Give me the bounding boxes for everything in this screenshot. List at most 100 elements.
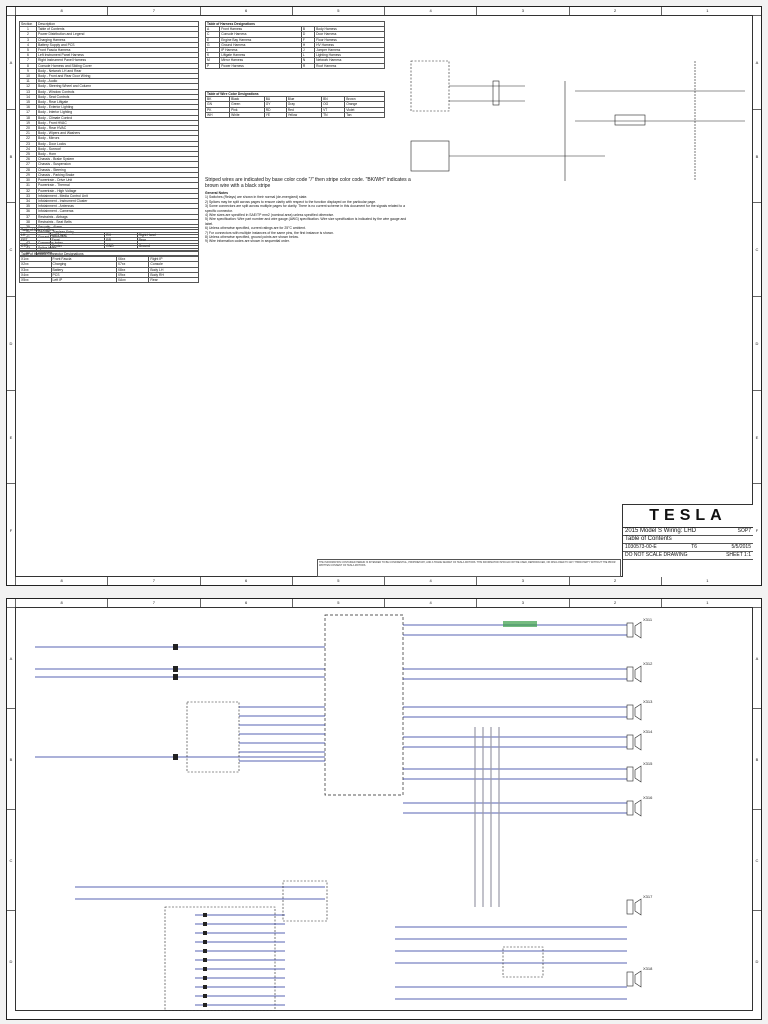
speaker-connector (626, 766, 634, 782)
pin-marker (203, 985, 207, 989)
speaker-icon (634, 765, 642, 783)
column-tick: 2 (568, 7, 661, 15)
speaker-label: X317 (643, 894, 653, 899)
speaker-connector (626, 622, 634, 638)
connector-row-cell: Left IP (50, 276, 117, 284)
legend-module-box (410, 140, 450, 172)
column-tick: 1 (660, 577, 753, 585)
inline-connector (173, 674, 178, 680)
wire-color-row-cell: Tan (344, 111, 385, 119)
speaker-icon (634, 665, 642, 683)
column-tick: 3 (476, 577, 568, 585)
note-item: 2) Splices may be split across pages to … (205, 199, 377, 204)
pin-marker (203, 949, 207, 953)
row-tick: D (7, 910, 15, 1011)
speaker-connector (626, 800, 634, 816)
column-tick: 3 (476, 7, 568, 15)
speaker-icon (634, 799, 642, 817)
pin-marker (203, 967, 207, 971)
speaker-connector (626, 899, 634, 915)
speaker-label: X315 (643, 761, 653, 766)
speaker-label: X311 (643, 617, 653, 622)
column-tick: 5 (291, 599, 384, 607)
pin-marker (203, 940, 207, 944)
sheet-number: SHEET 1:1 (726, 552, 751, 558)
drawing-border (15, 607, 753, 1011)
harness-row-cell: Roof Harness (314, 62, 385, 69)
connector-row-cell: XAxx (115, 276, 150, 284)
speaker-label: X313 (643, 699, 653, 704)
project-code: SOP7 (737, 528, 751, 534)
row-tick: F (753, 483, 761, 577)
drawing-title: Table of Contents (625, 536, 672, 542)
pin-marker (203, 958, 207, 962)
column-tick: 3 (476, 599, 568, 607)
note-item: 7) For connectors with multiple instance… (205, 230, 334, 235)
speaker-label: X318 (643, 966, 653, 971)
abbrev-row-cell: Ground (136, 242, 200, 249)
row-tick: C (753, 809, 761, 910)
pin-marker (203, 922, 207, 926)
title-scale-row: DO NOT SCALE DRAWING SHEET 1:1 (623, 552, 753, 560)
pin-marker (203, 994, 207, 998)
inline-connector (173, 754, 178, 760)
revision: T6 (691, 544, 698, 550)
connector-designation-table: Table of Harness Connector Designations … (19, 250, 199, 284)
tesla-logo: TESLA (623, 505, 753, 528)
column-tick: 4 (384, 577, 476, 585)
pin-marker (203, 931, 207, 935)
abbrev-row-cell: GND (104, 242, 138, 249)
release-date: 5/5/2015 (731, 544, 751, 550)
highlight-tag (503, 621, 537, 627)
row-tick: D (753, 910, 761, 1011)
doc-number: 1030573-00-E (625, 544, 657, 550)
column-tick: 4 (384, 599, 476, 607)
speaker-icon (634, 898, 642, 916)
speaker-icon (634, 733, 642, 751)
column-tick: 8 (15, 577, 107, 585)
wire-color-row-cell: YE (263, 111, 287, 119)
title-docnum-row: 1030573-00-E T6 5/5/2015 (623, 544, 753, 552)
column-tick: 6 (199, 599, 292, 607)
media-control-module (186, 701, 240, 773)
speaker-icon (634, 621, 642, 639)
confidentiality-disclaimer: THE INFORMATION CONTAINED HEREIN IS INTE… (317, 559, 621, 577)
column-tick: 8 (15, 7, 107, 15)
column-tick: 1 (660, 7, 753, 15)
row-tick: D (753, 296, 761, 390)
notes-title: General Notes (205, 191, 228, 195)
abbrev-row-cell: Center (49, 242, 106, 249)
legend-connector (492, 80, 500, 106)
pin-marker (203, 913, 207, 917)
amplifier-module (324, 614, 404, 796)
wire-color-row-cell: TN (321, 111, 346, 119)
column-tick: 2 (568, 577, 661, 585)
column-tick: 8 (15, 599, 107, 607)
stripe-note: Striped wires are indicated by base colo… (205, 177, 411, 189)
abbrev-row-cell: CTR (19, 242, 51, 249)
column-tick: 5 (291, 7, 384, 15)
harness-row-cell: P (204, 62, 221, 69)
pin-marker (203, 1003, 207, 1007)
harness-row-cell: Power Harness (219, 62, 302, 69)
legend-diagram (410, 60, 745, 181)
title-project-row: 2015 Model S Wiring: LHD SOP7 (623, 528, 753, 536)
inline-connector (173, 666, 178, 672)
note-item: 1) Switches (Relays) are shown in their … (205, 195, 308, 200)
row-tick: B (753, 108, 761, 203)
column-tick: 2 (568, 599, 661, 607)
wire-color-row-cell: Yellow (285, 111, 323, 119)
rear-amp-module (164, 906, 276, 1011)
column-tick: 4 (384, 7, 476, 15)
row-tick: B (753, 708, 761, 809)
note-item: 3) Some connectors are split across mult… (205, 204, 406, 213)
